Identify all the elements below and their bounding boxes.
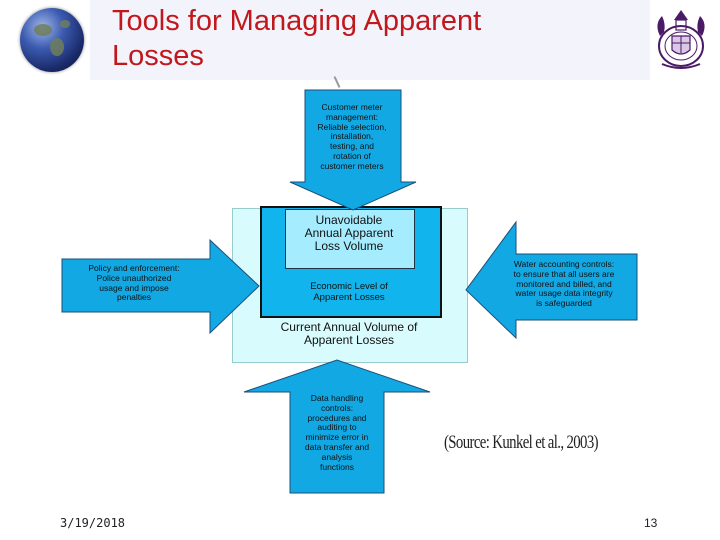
top-arrow-label: Customer meter management: Reliable sele…: [317, 102, 387, 171]
right-arrow-label: Water accounting controls: to ensure tha…: [513, 259, 615, 309]
title-line-1: Tools for Managing Apparent: [112, 5, 482, 37]
bottom-arrow: [243, 359, 431, 494]
left-arrow: [61, 238, 260, 335]
university-seal-icon: [657, 10, 705, 69]
header-band: [90, 0, 650, 80]
left-arrow-label: Policy and enforcement: Police unauthori…: [88, 263, 180, 303]
slide-title: Tools for Managing Apparent Losses: [112, 4, 652, 74]
slide-number: 13: [644, 516, 658, 530]
source-citation: (Source: Kunkel et al., 2003): [444, 432, 599, 453]
slide-date: 3/19/2018: [60, 516, 126, 530]
right-arrow: [465, 220, 638, 340]
unavoidable-label: Unavoidable Annual Apparent Loss Volume: [304, 213, 394, 253]
top-arrow: [289, 89, 417, 211]
unavoidable-loss-box: [285, 209, 415, 269]
title-line-2: Losses: [112, 40, 204, 72]
globe-icon: [20, 8, 84, 72]
current-volume-label: Current Annual Volume of Apparent Losses: [280, 320, 418, 347]
economic-level-label: Economic Level of Apparent Losses: [310, 281, 388, 303]
bottom-arrow-label: Data handling controls: procedures and a…: [304, 393, 370, 472]
